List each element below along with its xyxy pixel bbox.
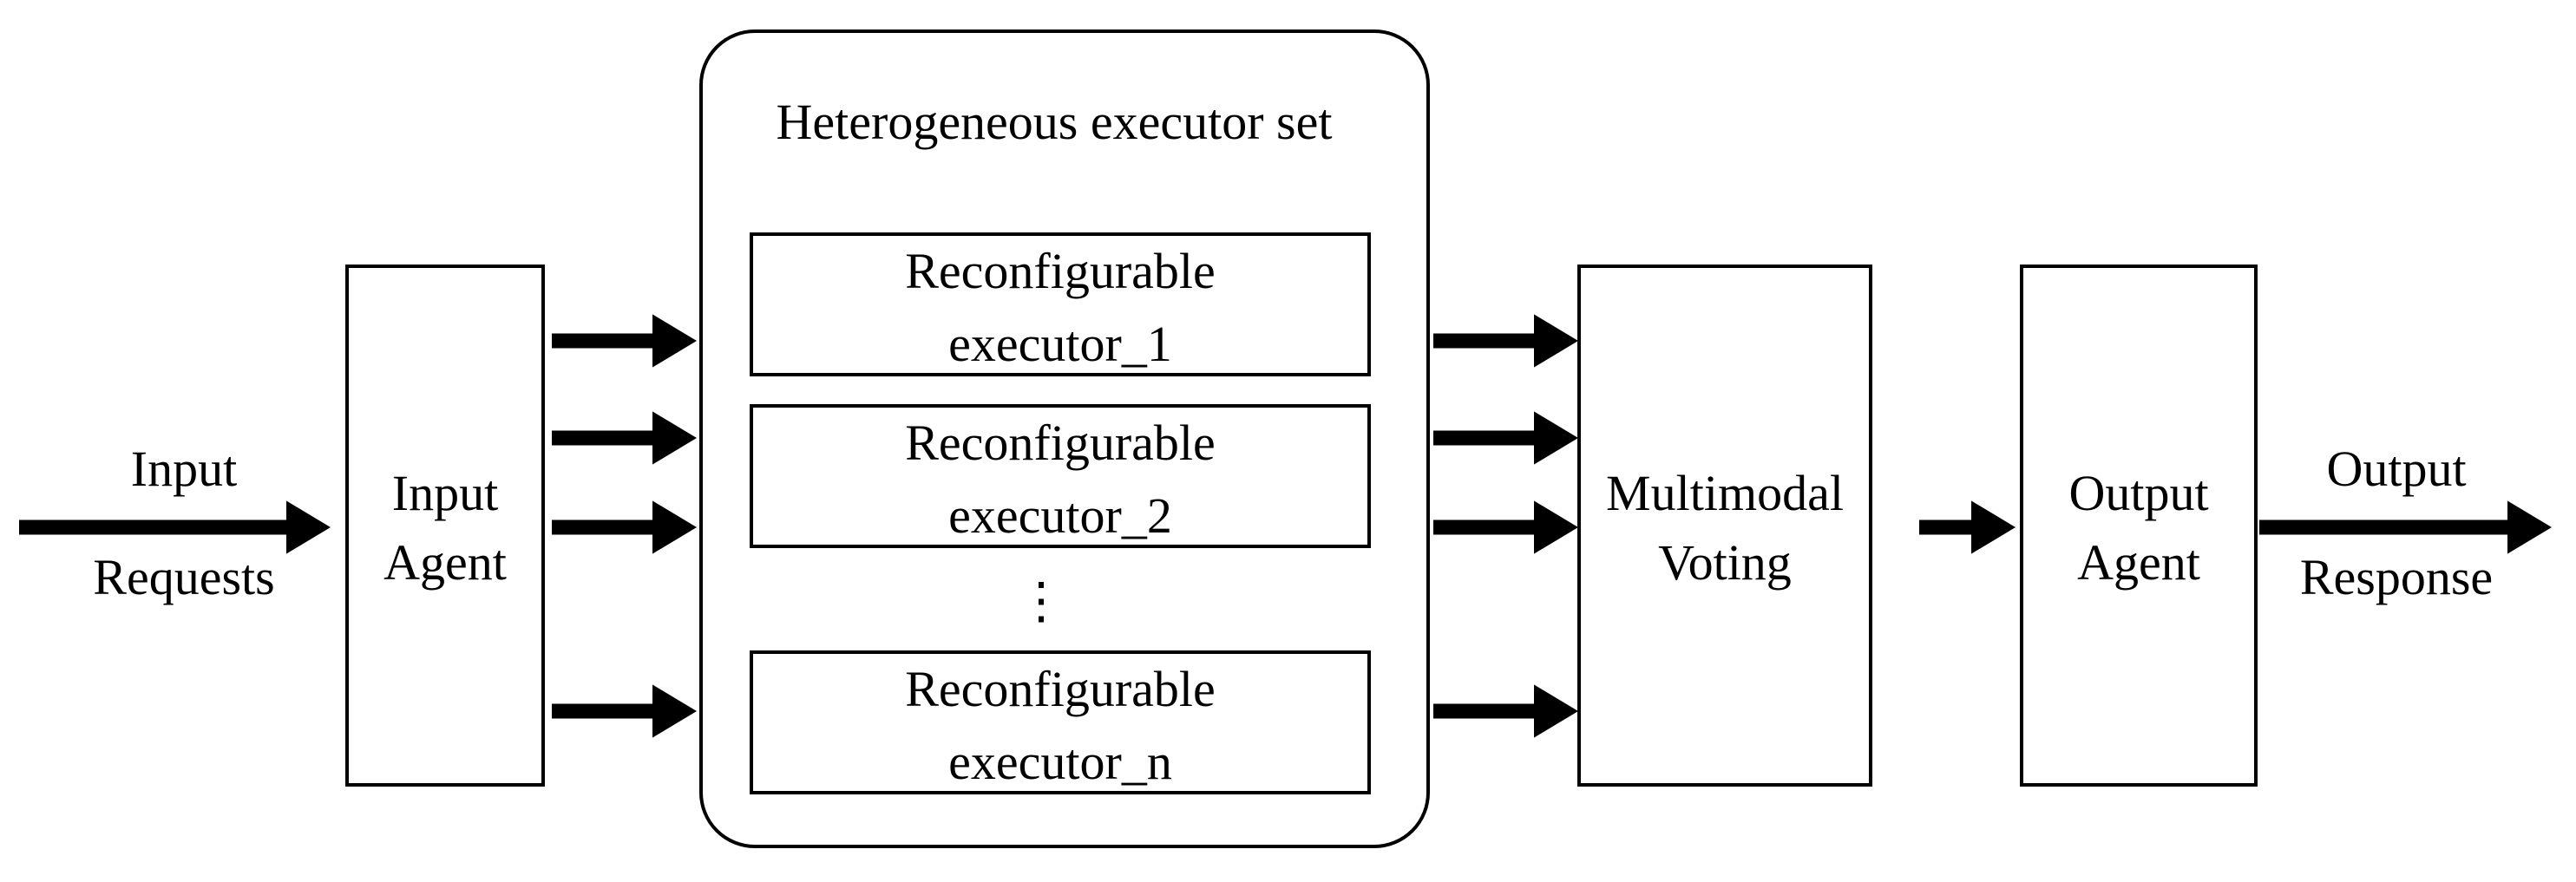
- executor-box: Reconfigurable executor_n: [750, 650, 1371, 794]
- output-agent-line1: Output: [2068, 465, 2208, 521]
- output-agent-box: Output Agent: [2020, 265, 2258, 787]
- input-label-line2: Requests: [93, 549, 274, 605]
- executor-2-line2: executor_2: [948, 487, 1172, 544]
- input-agent-rect: [345, 265, 545, 787]
- executor-1-line2: executor_1: [948, 316, 1172, 372]
- voting-line1: Multimodal: [1606, 465, 1844, 521]
- voting-line2: Voting: [1658, 534, 1792, 591]
- executor-set-title: Heterogeneous executor set: [777, 94, 1333, 150]
- executor-1-rect: [750, 232, 1371, 376]
- voting-box: Multimodal Voting: [1577, 265, 1872, 787]
- executor-2-rect: [750, 404, 1371, 548]
- executor-2-line1: Reconfigurable: [905, 415, 1216, 471]
- executor-n-line1: Reconfigurable: [905, 661, 1216, 717]
- input-label-line1: Input: [131, 441, 237, 497]
- output-label-line1: Output: [2326, 441, 2466, 497]
- output-agent-rect: [2020, 265, 2258, 787]
- output-response-group: Output Response: [2259, 441, 2552, 605]
- input-agent-box: Input Agent: [345, 265, 545, 787]
- executor-set-container: Heterogeneous executor set Reconfigurabl…: [699, 29, 1430, 848]
- executor-ellipsis: ⋮: [1016, 572, 1066, 629]
- executors-to-voting-arrows: [1433, 314, 1578, 738]
- executor-set-rounded-rect: [699, 29, 1430, 848]
- executor-n-rect: [750, 650, 1371, 794]
- input-agent-line2: Agent: [383, 534, 507, 591]
- agent-to-executors-arrows: [552, 314, 697, 738]
- executor-box: Reconfigurable executor_2: [750, 404, 1371, 548]
- executor-box: Reconfigurable executor_1: [750, 232, 1371, 376]
- executor-n-line2: executor_n: [948, 734, 1172, 790]
- voting-rect: [1577, 265, 1872, 787]
- output-label-line2: Response: [2300, 549, 2493, 605]
- output-agent-line2: Agent: [2077, 534, 2200, 591]
- input-requests-group: Input Requests: [19, 441, 331, 605]
- executor-1-line1: Reconfigurable: [905, 243, 1216, 299]
- input-agent-line1: Input: [392, 465, 498, 521]
